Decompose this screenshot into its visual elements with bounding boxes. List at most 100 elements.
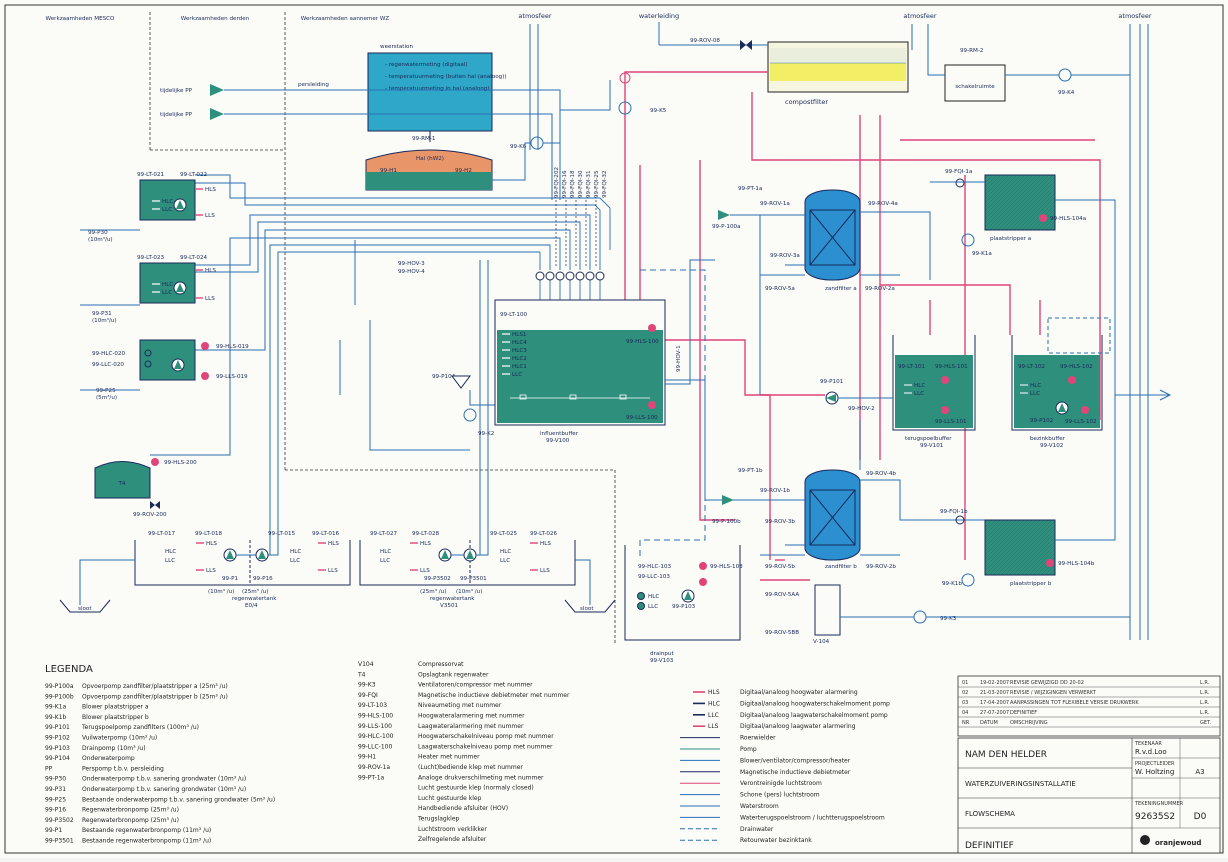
well2-llc-label: LLC: [162, 290, 172, 296]
revision-number: 02: [962, 690, 968, 696]
revision-date: DATUM: [980, 720, 998, 726]
legend-description: Hoogwaterschakelniveau pomp met nummer: [418, 733, 554, 740]
lls019-indicator-icon: [201, 372, 209, 380]
revision-description: REVISIE / WIJZIGINGEN VERWERKT: [1010, 690, 1097, 696]
hls019-label: 99-HLS-019: [216, 344, 249, 350]
hls104b-indicator-icon: [1046, 559, 1054, 567]
legend-description: Zelfregelende afsluiter: [418, 836, 487, 843]
legend-code: 99-P16: [45, 807, 66, 814]
blower-k1a-icon: [961, 233, 975, 247]
tb-formaat: A3: [1195, 768, 1204, 776]
fq-labels: 99-FQI-202 99-FQI-16 99-FQI-18 99-FQI-30…: [554, 167, 608, 198]
hls100-label: 99-HLS-100: [626, 339, 659, 345]
p103-label: 99-P103: [672, 604, 696, 610]
llc103-label: 99-LLC-103: [638, 574, 670, 580]
legend-description: Regenwaterbronpomp (25m³ /u): [82, 807, 179, 814]
rov200-valve-icon: [150, 501, 160, 509]
plaatstripper-a: [984, 174, 1056, 231]
legend-description: Heater met nummer: [418, 754, 480, 761]
legend-description: Blower plaatstripper a: [82, 704, 149, 711]
waterleiding-label: waterleiding: [639, 12, 679, 20]
rain1-hls-label: HLS: [206, 541, 217, 547]
weerstation: [367, 52, 493, 132]
compressorvat-v104: [814, 584, 841, 636]
legend-code: 99-K1a: [45, 704, 67, 711]
p3502-flow-label: (25m³ /u): [420, 588, 446, 595]
rain1-lls-label: LLS: [206, 568, 216, 574]
legend-description: Retourwater bezinktank: [740, 837, 812, 844]
rain4-llc-label: LLC: [500, 558, 510, 564]
rov3b-label: 99-ROV-3b: [765, 519, 795, 525]
rain4-lls-label: LLS: [540, 568, 550, 574]
llc020-label: 99-LLC-020: [92, 362, 124, 368]
legend-description: Luchtstroom verklikker: [418, 826, 487, 833]
tb-tekeningnummer-label: TEKENINGNUMMER: [1134, 801, 1184, 807]
hls103-label: 99-HLS-103: [710, 564, 743, 570]
k6-label: 99-K6: [510, 144, 527, 150]
legend-description: Bestaande onderwaterpomp t.b.v. sanering…: [82, 796, 275, 803]
bezinkbuffer: [1011, 335, 1103, 431]
compressor-k3-icon: [913, 610, 927, 624]
zone-derden-label: Werkzaamheden derden: [181, 16, 250, 22]
bzb-hlc-label: HLC: [1030, 383, 1041, 389]
fqi-label-7: 99-FQI-32: [602, 170, 608, 198]
terugspoelbuffer: [892, 335, 976, 431]
legend-description: Waterterugspoelstroom / luchtterugspoels…: [740, 814, 885, 821]
blower-k1b-icon: [961, 573, 975, 587]
tb-tekenaar-label: TEKENAAR: [1134, 741, 1162, 747]
legend-code: 99-P100b: [45, 693, 74, 700]
persleiding-label: persleiding: [298, 82, 329, 88]
tb-status: DEFINITIEF: [965, 841, 1014, 851]
p16-label: 99-P16: [253, 576, 273, 582]
zone-mesco-label: Werkzaamheden MESCO: [46, 16, 116, 22]
legend-code: 99-LLS-100: [358, 723, 392, 730]
p25-flow-label: (5m³/u): [96, 394, 117, 401]
drainput-name: drainput: [650, 651, 674, 657]
revision-initials: L.R.: [1200, 700, 1210, 706]
legend-description: Opvoerpomp zandfilter/plaatstripper b (2…: [82, 693, 228, 700]
pt1a-label: 99-PT-1a: [738, 186, 762, 192]
legend-description: Magnetische inductieve debietmeter: [740, 769, 851, 776]
legend-code: 99-HLC-100: [358, 733, 394, 740]
well2-hlc-label: HLC: [162, 282, 173, 288]
influentbuffer-tank: [494, 299, 666, 426]
hls104a-label: 99-HLS-104a: [1050, 216, 1086, 222]
zandfilter-a: [804, 189, 861, 281]
lt100-label: 99-LT-100: [500, 312, 528, 318]
tb-drawing: FLOWSCHEMA: [965, 810, 1015, 818]
rain3-hlc-label: HLC: [380, 549, 391, 555]
weerstation-item-2: - temperatuurmeting (buiten hal (analoog…: [385, 74, 507, 80]
hal-label: Hal (hW2): [416, 156, 444, 162]
pt1b-label: 99-PT-1b: [738, 468, 763, 474]
k1a-label: 99-K1a: [972, 251, 992, 257]
lls101-label: 99-LLS-101: [935, 419, 967, 425]
tank-e04-name: regenwatertank: [232, 596, 277, 602]
fqi1b-label: 99-FQI-1b: [940, 509, 968, 515]
legend-code: 99-FQI: [358, 692, 378, 699]
revision-date: 21-03-2007: [980, 690, 1009, 696]
lt018-label: 99-LT-018: [195, 531, 223, 537]
revision-number: 04: [962, 710, 968, 716]
aeration-manifold: [510, 394, 650, 400]
k1b-label: 99-K1b: [942, 581, 962, 587]
well2-hls-label: HLS: [205, 268, 216, 274]
drawing-frame: [4, 4, 1224, 854]
p102-label: 99-P102: [1030, 418, 1053, 424]
k3-label: 99-K3: [940, 616, 957, 622]
hls104b-label: 99-HLS-104b: [1058, 561, 1095, 567]
legend-description: Digitaal/analoog laagwaterschakelmoment …: [740, 712, 888, 719]
lt022-label: 99-LT-022: [180, 172, 207, 178]
rov2b-label: 99-ROV-2b: [866, 564, 896, 570]
drain-hlc-label: HLC: [648, 594, 659, 600]
legend-description: Compressorvat: [418, 661, 464, 668]
fqi-label-3: 99-FQI-18: [570, 170, 576, 198]
blower-k5-icon: [618, 101, 632, 115]
hlc103-label: 99-HLC-103: [638, 564, 672, 570]
p31-flow-label: (10m³/u): [92, 317, 117, 324]
tsb-hlc-label: HLC: [914, 383, 925, 389]
rain2-hls-label: HLS: [328, 541, 339, 547]
legend-description: Digitaal/analoog hoogwater alarmering: [740, 689, 858, 696]
zandfilter-b: [804, 469, 861, 561]
legend-description: Bestaande regenwaterbronpomp (11m³ /u): [82, 838, 211, 845]
